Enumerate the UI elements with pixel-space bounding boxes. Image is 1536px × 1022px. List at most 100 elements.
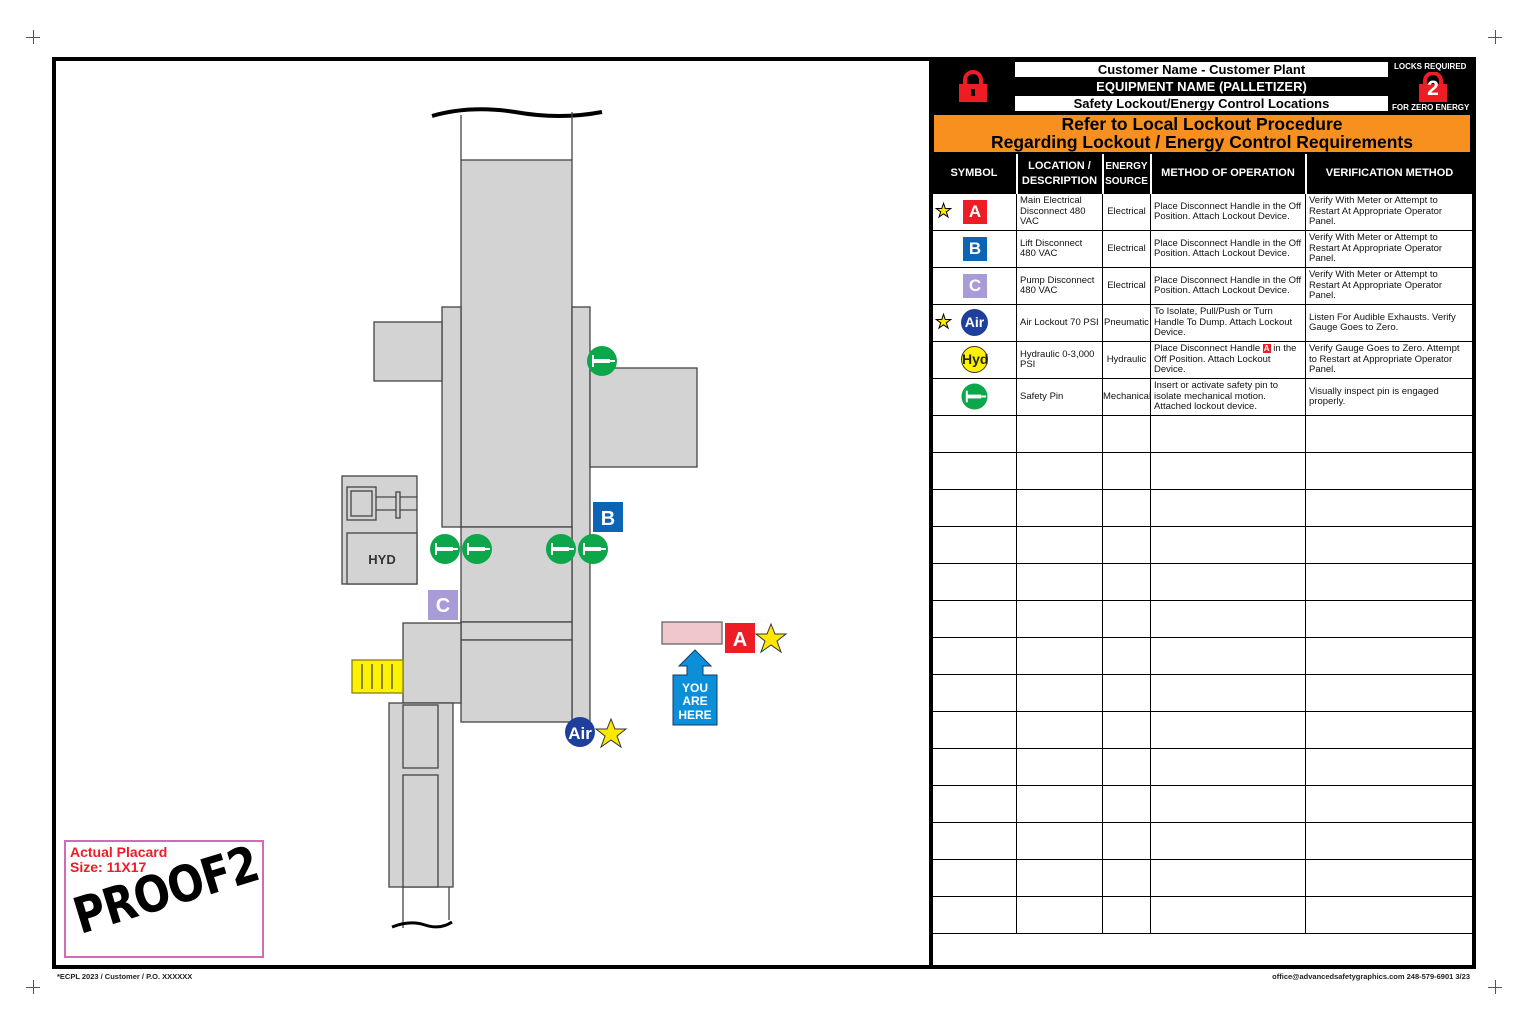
empty-cell — [1102, 489, 1151, 527]
method-cell: Insert or activate safety pin to isolate… — [1150, 378, 1306, 416]
empty-cell — [1102, 415, 1151, 453]
empty-cell — [1305, 896, 1473, 934]
symbol-hyd-icon: Hyd — [961, 346, 988, 373]
empty-cell — [1150, 526, 1306, 564]
source-cell: Hydraulic — [1102, 341, 1151, 379]
proof-stamp-box: Actual Placard Size: 11X17 PROOF2 — [64, 835, 265, 958]
empty-table-row — [932, 859, 1473, 897]
empty-cell — [1305, 748, 1473, 786]
empty-cell — [1305, 526, 1473, 564]
empty-cell — [1305, 711, 1473, 749]
lockout-b-marker[interactable] — [593, 502, 623, 532]
empty-cell — [932, 563, 1017, 601]
empty-cell — [932, 822, 1017, 860]
empty-cell — [1305, 600, 1473, 638]
source-cell: Electrical — [1102, 267, 1151, 305]
star-icon — [594, 717, 628, 749]
symbol-cell: ★Air — [932, 304, 1017, 342]
safety-pin-icons — [430, 346, 617, 564]
method-text: Place Disconnect Handle in the Off Posit… — [1154, 200, 1302, 222]
location-cell: Pump Disconnect 480 VAC — [1016, 267, 1103, 305]
empty-cell — [932, 711, 1017, 749]
location-cell: Hydraulic 0-3,000 PSI — [1016, 341, 1103, 379]
left-block — [373, 321, 443, 382]
empty-cell — [1150, 415, 1306, 453]
lockout-a-marker[interactable] — [725, 623, 755, 653]
disconnect-panel — [661, 621, 723, 645]
empty-cell — [1150, 600, 1306, 638]
lockout-c-marker[interactable] — [428, 590, 458, 620]
empty-cell — [1102, 526, 1151, 564]
you-are-here-text: HERE — [678, 708, 711, 722]
location-cell: Lift Disconnect 480 VAC — [1016, 230, 1103, 268]
empty-cell — [932, 600, 1017, 638]
method-cell: Place Disconnect Handle in the Off Posit… — [1150, 230, 1306, 268]
lockout-air-marker[interactable] — [565, 717, 595, 747]
method-text: Place Disconnect Handle in the Off Posit… — [1154, 274, 1302, 296]
empty-cell — [1016, 896, 1103, 934]
empty-cell — [1102, 674, 1151, 712]
empty-cell — [1016, 822, 1103, 860]
crop-mark — [33, 980, 34, 994]
footer-proof-id: *ECPL 2023 / Customer / P.O. XXXXXX — [57, 972, 193, 981]
empty-cell — [932, 674, 1017, 712]
empty-table-row — [932, 452, 1473, 490]
empty-cell — [1102, 822, 1151, 860]
symbol-a-icon: A — [963, 200, 987, 224]
symbol-c-icon: C — [963, 274, 987, 298]
empty-cell — [1102, 711, 1151, 749]
you-are-here-arrow — [672, 649, 718, 726]
empty-cell — [932, 452, 1017, 490]
empty-cell — [1150, 785, 1306, 823]
method-cell: Place Disconnect Handle in the Off Posit… — [1150, 193, 1306, 231]
empty-cell — [1305, 489, 1473, 527]
star-icon — [754, 622, 788, 654]
empty-cell — [1150, 859, 1306, 897]
empty-cell — [1150, 896, 1306, 934]
location-cell: Safety Pin — [1016, 378, 1103, 416]
empty-cell — [1102, 563, 1151, 601]
empty-cell — [932, 748, 1017, 786]
empty-cell — [1016, 600, 1103, 638]
column-header: ENERGY SOURCE — [1101, 154, 1151, 194]
safety-pin-icon — [587, 346, 617, 376]
label-b: B — [601, 508, 615, 530]
column-header: METHOD OF OPERATION — [1149, 154, 1306, 194]
empty-cell — [932, 785, 1017, 823]
star-icon: ★ — [934, 312, 953, 333]
label-a: A — [733, 629, 747, 651]
safety-pin-icon — [961, 383, 988, 410]
verification-cell: Listen For Audible Exhausts. Verify Gaug… — [1305, 304, 1473, 342]
pump-inner — [350, 490, 373, 517]
empty-cell — [1016, 489, 1103, 527]
source-cell: Pneumatic — [1102, 304, 1151, 342]
crop-mark — [1495, 30, 1496, 44]
placard-frame — [52, 57, 1476, 969]
break-line-top — [431, 107, 603, 118]
symbol-a-badge: A — [1262, 344, 1271, 354]
symbol-cell: B — [932, 230, 1017, 268]
empty-table-row — [932, 600, 1473, 638]
symbol-cell: Hyd — [932, 341, 1017, 379]
footer-contact: office@advancedsafetygraphics.com 248-57… — [1272, 972, 1470, 981]
empty-cell — [932, 896, 1017, 934]
verification-cell: Verify Gauge Goes to Zero. Attempt to Re… — [1305, 341, 1473, 379]
equipment-diagram: HYD B C A Air YOU ARE HERE — [341, 107, 788, 929]
empty-cell — [1150, 489, 1306, 527]
empty-cell — [1016, 748, 1103, 786]
empty-cell — [1016, 452, 1103, 490]
empty-cell — [1102, 859, 1151, 897]
empty-cell — [1305, 452, 1473, 490]
customer-name: Customer Name - Customer Plant — [1015, 62, 1388, 77]
empty-cell — [1150, 711, 1306, 749]
empty-cell — [932, 637, 1017, 675]
empty-cell — [1305, 859, 1473, 897]
verification-cell: Verify With Meter or Attempt to Restart … — [1305, 267, 1473, 305]
equipment-name: EQUIPMENT NAME (PALLETIZER) — [1096, 79, 1307, 94]
empty-table-row — [932, 674, 1473, 712]
main-column — [460, 159, 573, 528]
